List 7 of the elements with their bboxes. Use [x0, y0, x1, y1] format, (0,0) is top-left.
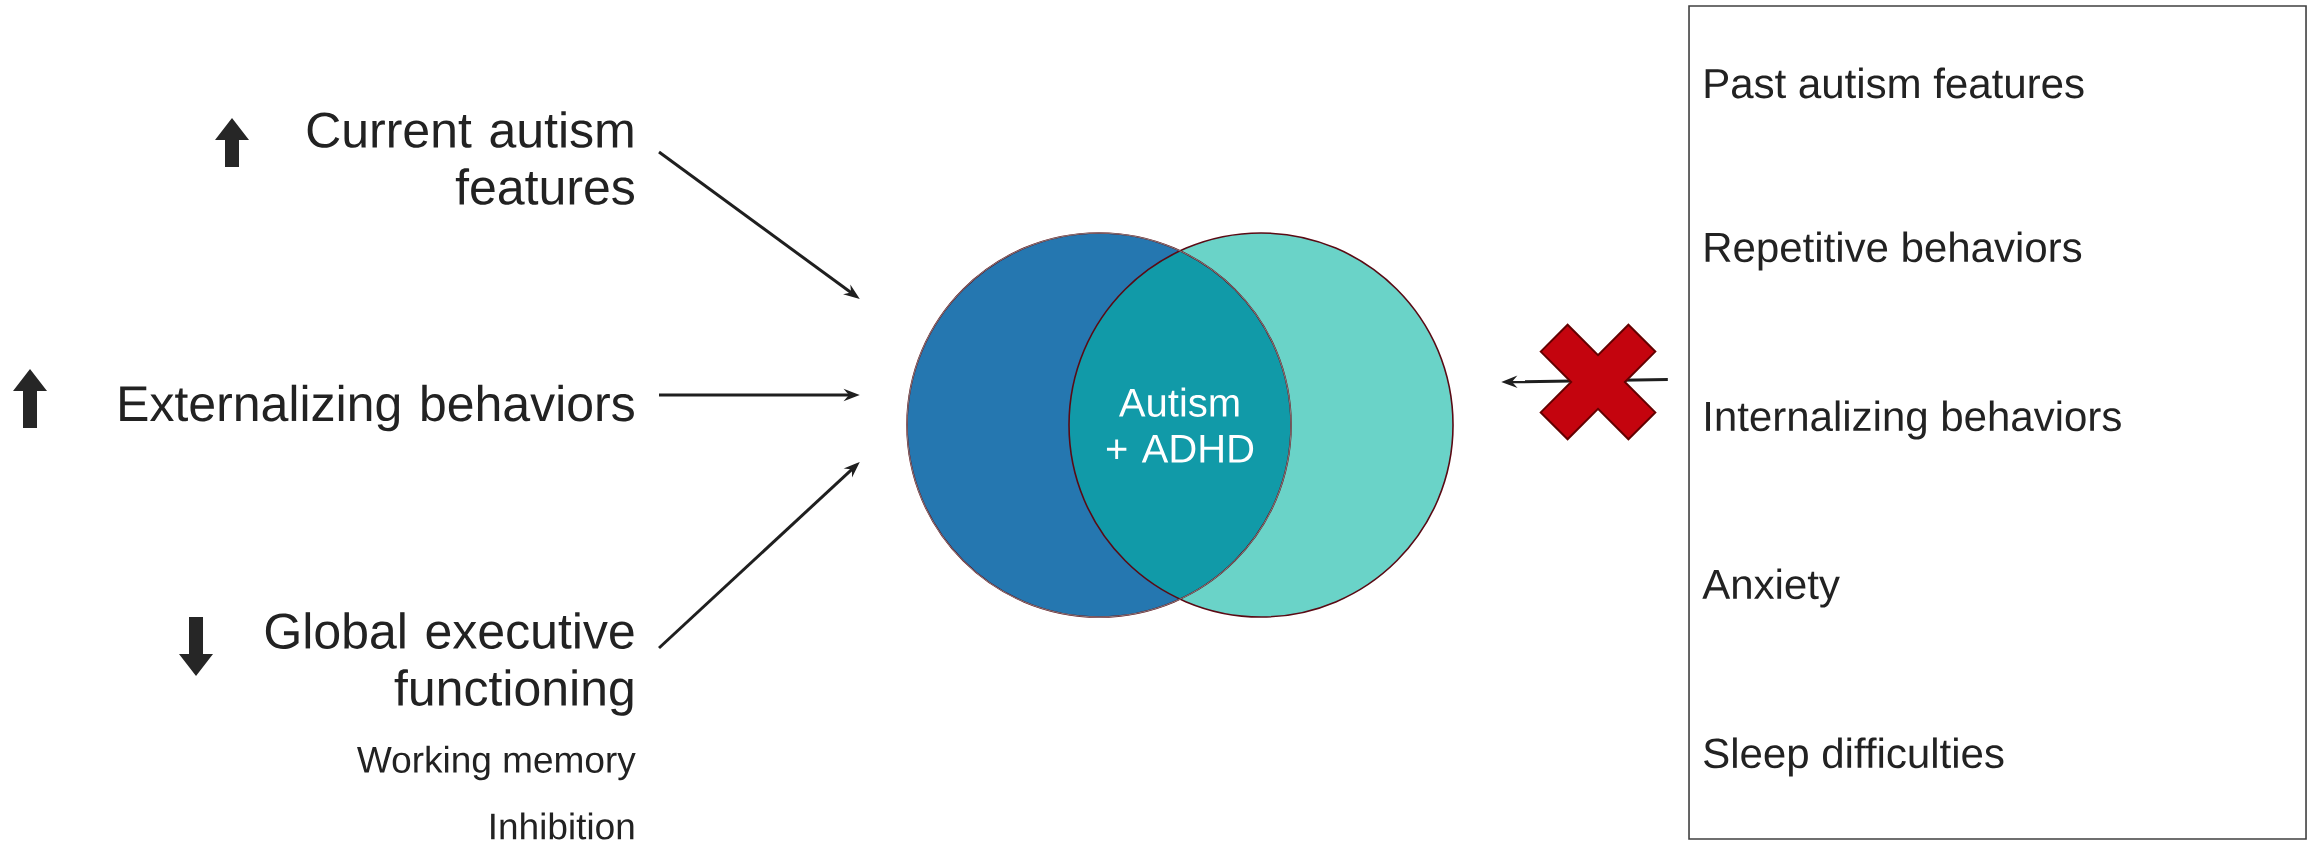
- label-text: Global executive functioning: [265, 612, 634, 716]
- venn-diagram: Autism + ADHD: [906, 232, 1454, 618]
- list-box: Past autism features Repetitive behaviors Internalizing behaviors Anxiety Sleep difficulties: [1688, 5, 2307, 840]
- sub-item-text: Working memory: [357, 745, 636, 781]
- label-text: Externalizing behaviors: [120, 384, 634, 432]
- label-text: Current autism features: [307, 111, 634, 205]
- sub-item-text: Inhibition: [491, 812, 634, 840]
